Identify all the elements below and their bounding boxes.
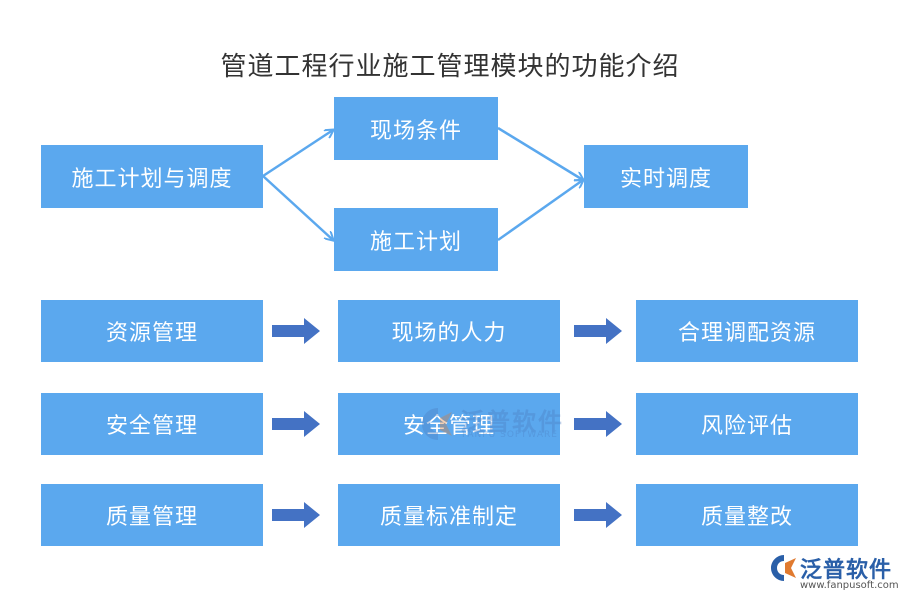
brand-logo[interactable]: 泛普软件 www.fanpusoft.com [770, 552, 899, 596]
row1-left-box: 资源管理 [41, 300, 263, 362]
row3-middle-box: 质量标准制定 [338, 484, 560, 546]
row1-middle-box: 现场的人力 [338, 300, 560, 362]
row3-arrow-2 [574, 502, 622, 528]
brand-url: www.fanpusoft.com [800, 580, 899, 591]
row3-left-box: 质量管理 [41, 484, 263, 546]
watermark-logo-icon [422, 408, 452, 440]
row2-right-box: 风险评估 [636, 393, 858, 455]
row3-arrow-1 [272, 502, 320, 528]
arrow-source-to-lower [262, 175, 333, 240]
arrow-upper-to-target [497, 126, 583, 180]
diagram-title: 管道工程行业施工管理模块的功能介绍 [220, 52, 680, 82]
watermark-text: 泛普软件 [460, 408, 564, 436]
row3-right-box: 质量整改 [636, 484, 858, 546]
arrow-lower-to-target [497, 180, 583, 242]
row1-arrow-2 [574, 318, 622, 344]
box-middle-lower: 施工计划 [334, 208, 498, 271]
watermark-subtext: FANPU SOFTWARE [462, 430, 558, 440]
box-middle-upper: 现场条件 [334, 97, 498, 160]
box-target: 实时调度 [584, 145, 748, 208]
brand-logo-icon [771, 555, 796, 581]
row1-right-box: 合理调配资源 [636, 300, 858, 362]
watermark: 泛普软件 FANPU SOFTWARE [420, 402, 580, 446]
box-source: 施工计划与调度 [41, 145, 263, 208]
row2-left-box: 安全管理 [41, 393, 263, 455]
brand-name: 泛普软件 [800, 558, 893, 583]
row2-arrow-1 [272, 411, 320, 437]
row2-arrow-2 [574, 411, 622, 437]
row2-middle-box: 安全管理 [338, 393, 560, 455]
row1-arrow-1 [272, 318, 320, 344]
arrow-source-to-upper [262, 130, 333, 178]
